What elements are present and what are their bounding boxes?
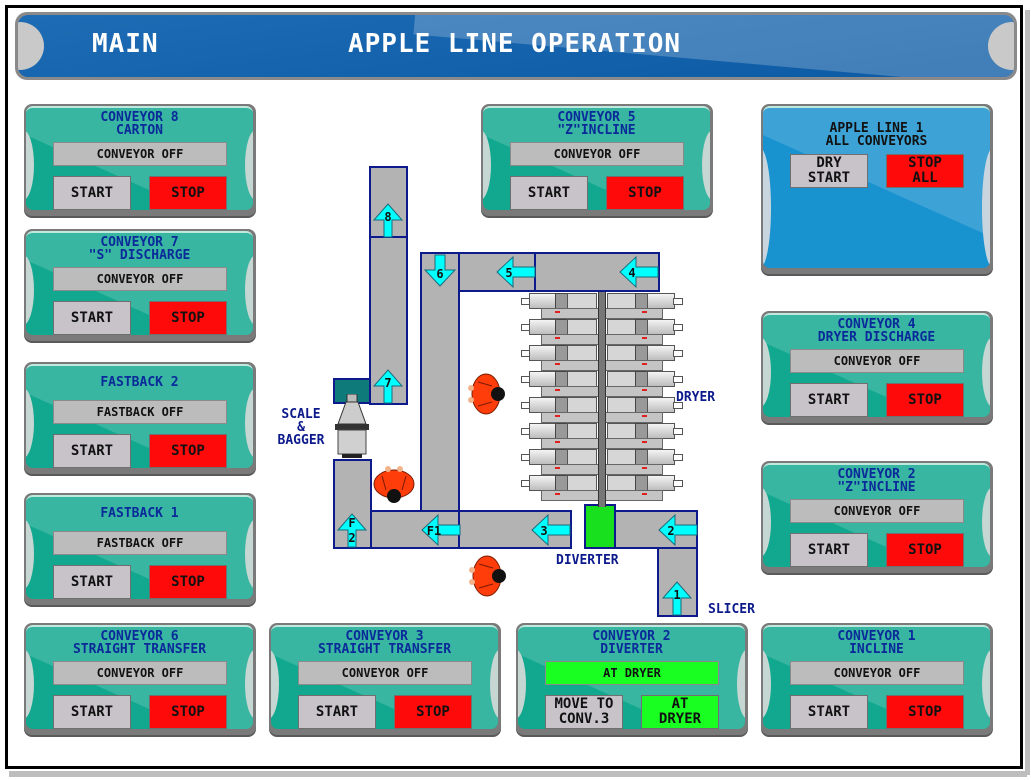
panel-fastback-2: FASTBACK 2 FASTBACK OFF START STOP xyxy=(24,362,256,474)
start-button[interactable]: START xyxy=(298,695,376,729)
start-button[interactable]: START xyxy=(790,533,868,567)
flow-arrow-label: 6 xyxy=(436,267,443,281)
panel-conveyor-5: CONVEYOR 5 "Z"INCLINE CONVEYOR OFF START… xyxy=(481,104,713,216)
flow-arrow-label: 4 xyxy=(628,266,635,280)
start-button[interactable]: START xyxy=(790,695,868,729)
status-display: CONVEYOR OFF xyxy=(53,142,227,166)
status-display: CONVEYOR OFF xyxy=(790,499,964,523)
stop-all-button[interactable]: STOP ALL xyxy=(886,154,964,188)
flow-arrow-7: 7 xyxy=(372,369,404,404)
move-to-conv3-button[interactable]: MOVE TO CONV.3 xyxy=(545,695,623,729)
panel-title: CONVEYOR 5 "Z"INCLINE xyxy=(557,110,636,138)
start-button[interactable]: START xyxy=(53,301,131,335)
frame-shadow-right xyxy=(1025,10,1030,775)
flow-arrow-f2: F2 xyxy=(336,513,368,548)
conveyor-3-section[interactable] xyxy=(458,510,572,549)
flow-arrow-5: 5 xyxy=(496,255,536,289)
at-dryer-button[interactable]: AT DRYER xyxy=(641,695,719,729)
flow-arrow-4: 4 xyxy=(619,255,659,289)
page-title: APPLE LINE OPERATION xyxy=(348,29,682,59)
diverter-label: DIVERTER xyxy=(556,553,619,568)
diverter-status-display: AT DRYER xyxy=(545,661,719,685)
panel-conveyor-4: CONVEYOR 4 DRYER DISCHARGE CONVEYOR OFF … xyxy=(761,311,993,423)
scale-bagger-icon xyxy=(335,394,369,458)
stop-button[interactable]: STOP xyxy=(149,176,227,210)
status-display: CONVEYOR OFF xyxy=(790,661,964,685)
start-button[interactable]: START xyxy=(53,565,131,599)
panel-conveyor-8: CONVEYOR 8 CARTON CONVEYOR OFF START STO… xyxy=(24,104,256,216)
stop-button[interactable]: STOP xyxy=(149,565,227,599)
stop-button[interactable]: STOP xyxy=(606,176,684,210)
flow-arrow-label: 8 xyxy=(384,210,391,224)
slicer-label: SLICER xyxy=(708,602,755,617)
panel-all-conveyors: APPLE LINE 1 ALL CONVEYORS DRY START STO… xyxy=(761,104,993,274)
flow-arrow-label: 2 xyxy=(667,524,674,538)
panel-title: APPLE LINE 1 ALL CONVEYORS xyxy=(825,121,928,149)
panel-title: CONVEYOR 2 "Z"INCLINE xyxy=(837,467,916,495)
stop-button[interactable]: STOP xyxy=(394,695,472,729)
dryer-spine xyxy=(598,292,606,507)
status-display: CONVEYOR OFF xyxy=(510,142,684,166)
conveyor-6-section[interactable] xyxy=(420,252,460,517)
flow-arrow-label: F1 xyxy=(427,524,441,538)
flow-arrow-label: 5 xyxy=(505,266,512,280)
flow-arrow-label: 1 xyxy=(673,588,680,602)
start-button[interactable]: START xyxy=(53,434,131,468)
dry-start-button[interactable]: DRY START xyxy=(790,154,868,188)
stop-button[interactable]: STOP xyxy=(149,434,227,468)
flow-arrow-2: 2 xyxy=(658,513,698,547)
flow-arrow-label: 3 xyxy=(540,524,547,538)
flow-arrow-label: F xyxy=(348,516,355,530)
panel-conveyor-2-diverter: CONVEYOR 2 DIVERTER AT DRYER MOVE TO CON… xyxy=(516,623,748,735)
panel-title: CONVEYOR 1 INCLINE xyxy=(837,629,916,657)
panel-title: FASTBACK 1 xyxy=(100,506,179,521)
dryer-label: DRYER xyxy=(676,390,716,405)
stop-button[interactable]: STOP xyxy=(886,695,964,729)
panel-title: CONVEYOR 4 DRYER DISCHARGE xyxy=(817,317,936,345)
flow-arrow-1: 1 xyxy=(661,581,693,616)
panel-title: CONVEYOR 3 STRAIGHT TRANSFER xyxy=(317,629,452,657)
status-display: CONVEYOR OFF xyxy=(53,661,227,685)
header-bar: MAIN APPLE LINE OPERATION xyxy=(15,12,1017,80)
frame-shadow xyxy=(9,771,1027,777)
status-display: CONVEYOR OFF xyxy=(298,661,472,685)
panel-title: FASTBACK 2 xyxy=(100,375,179,390)
panel-conveyor-7: CONVEYOR 7 "S" DISCHARGE CONVEYOR OFF ST… xyxy=(24,229,256,341)
panel-title: CONVEYOR 7 "S" DISCHARGE xyxy=(88,235,191,263)
flow-arrow-label: 7 xyxy=(384,376,391,390)
flow-arrow-3: 3 xyxy=(531,513,571,547)
status-display: CONVEYOR OFF xyxy=(53,267,227,291)
scale-bagger-label: SCALE & BAGGER xyxy=(277,407,325,448)
status-display: FASTBACK OFF xyxy=(53,400,227,424)
stop-button[interactable]: STOP xyxy=(149,301,227,335)
main-nav-button[interactable]: MAIN xyxy=(92,29,159,59)
status-display: CONVEYOR OFF xyxy=(790,349,964,373)
start-button[interactable]: START xyxy=(53,695,131,729)
start-button[interactable]: START xyxy=(53,176,131,210)
stop-button[interactable]: STOP xyxy=(886,383,964,417)
start-button[interactable]: START xyxy=(510,176,588,210)
stop-button[interactable]: STOP xyxy=(886,533,964,567)
panel-conveyor-1: CONVEYOR 1 INCLINE CONVEYOR OFF START ST… xyxy=(761,623,993,735)
flow-arrow-6: 6 xyxy=(423,254,457,287)
start-button[interactable]: START xyxy=(790,383,868,417)
panel-title: CONVEYOR 6 STRAIGHT TRANSFER xyxy=(72,629,207,657)
flow-arrow-f1: F1 xyxy=(421,513,461,547)
panel-conveyor-2-incline: CONVEYOR 2 "Z"INCLINE CONVEYOR OFF START… xyxy=(761,461,993,573)
stop-button[interactable]: STOP xyxy=(149,695,227,729)
panel-title: CONVEYOR 8 CARTON xyxy=(100,110,179,138)
panel-fastback-1: FASTBACK 1 FASTBACK OFF START STOP xyxy=(24,493,256,605)
status-display: FASTBACK OFF xyxy=(53,531,227,555)
panel-title: CONVEYOR 2 DIVERTER xyxy=(592,629,671,657)
flow-arrow-label: 2 xyxy=(348,531,355,545)
flow-arrow-8: 8 xyxy=(372,203,404,238)
panel-conveyor-3: CONVEYOR 3 STRAIGHT TRANSFER CONVEYOR OF… xyxy=(269,623,501,735)
panel-conveyor-6: CONVEYOR 6 STRAIGHT TRANSFER CONVEYOR OF… xyxy=(24,623,256,735)
dryer-unit xyxy=(521,292,683,507)
